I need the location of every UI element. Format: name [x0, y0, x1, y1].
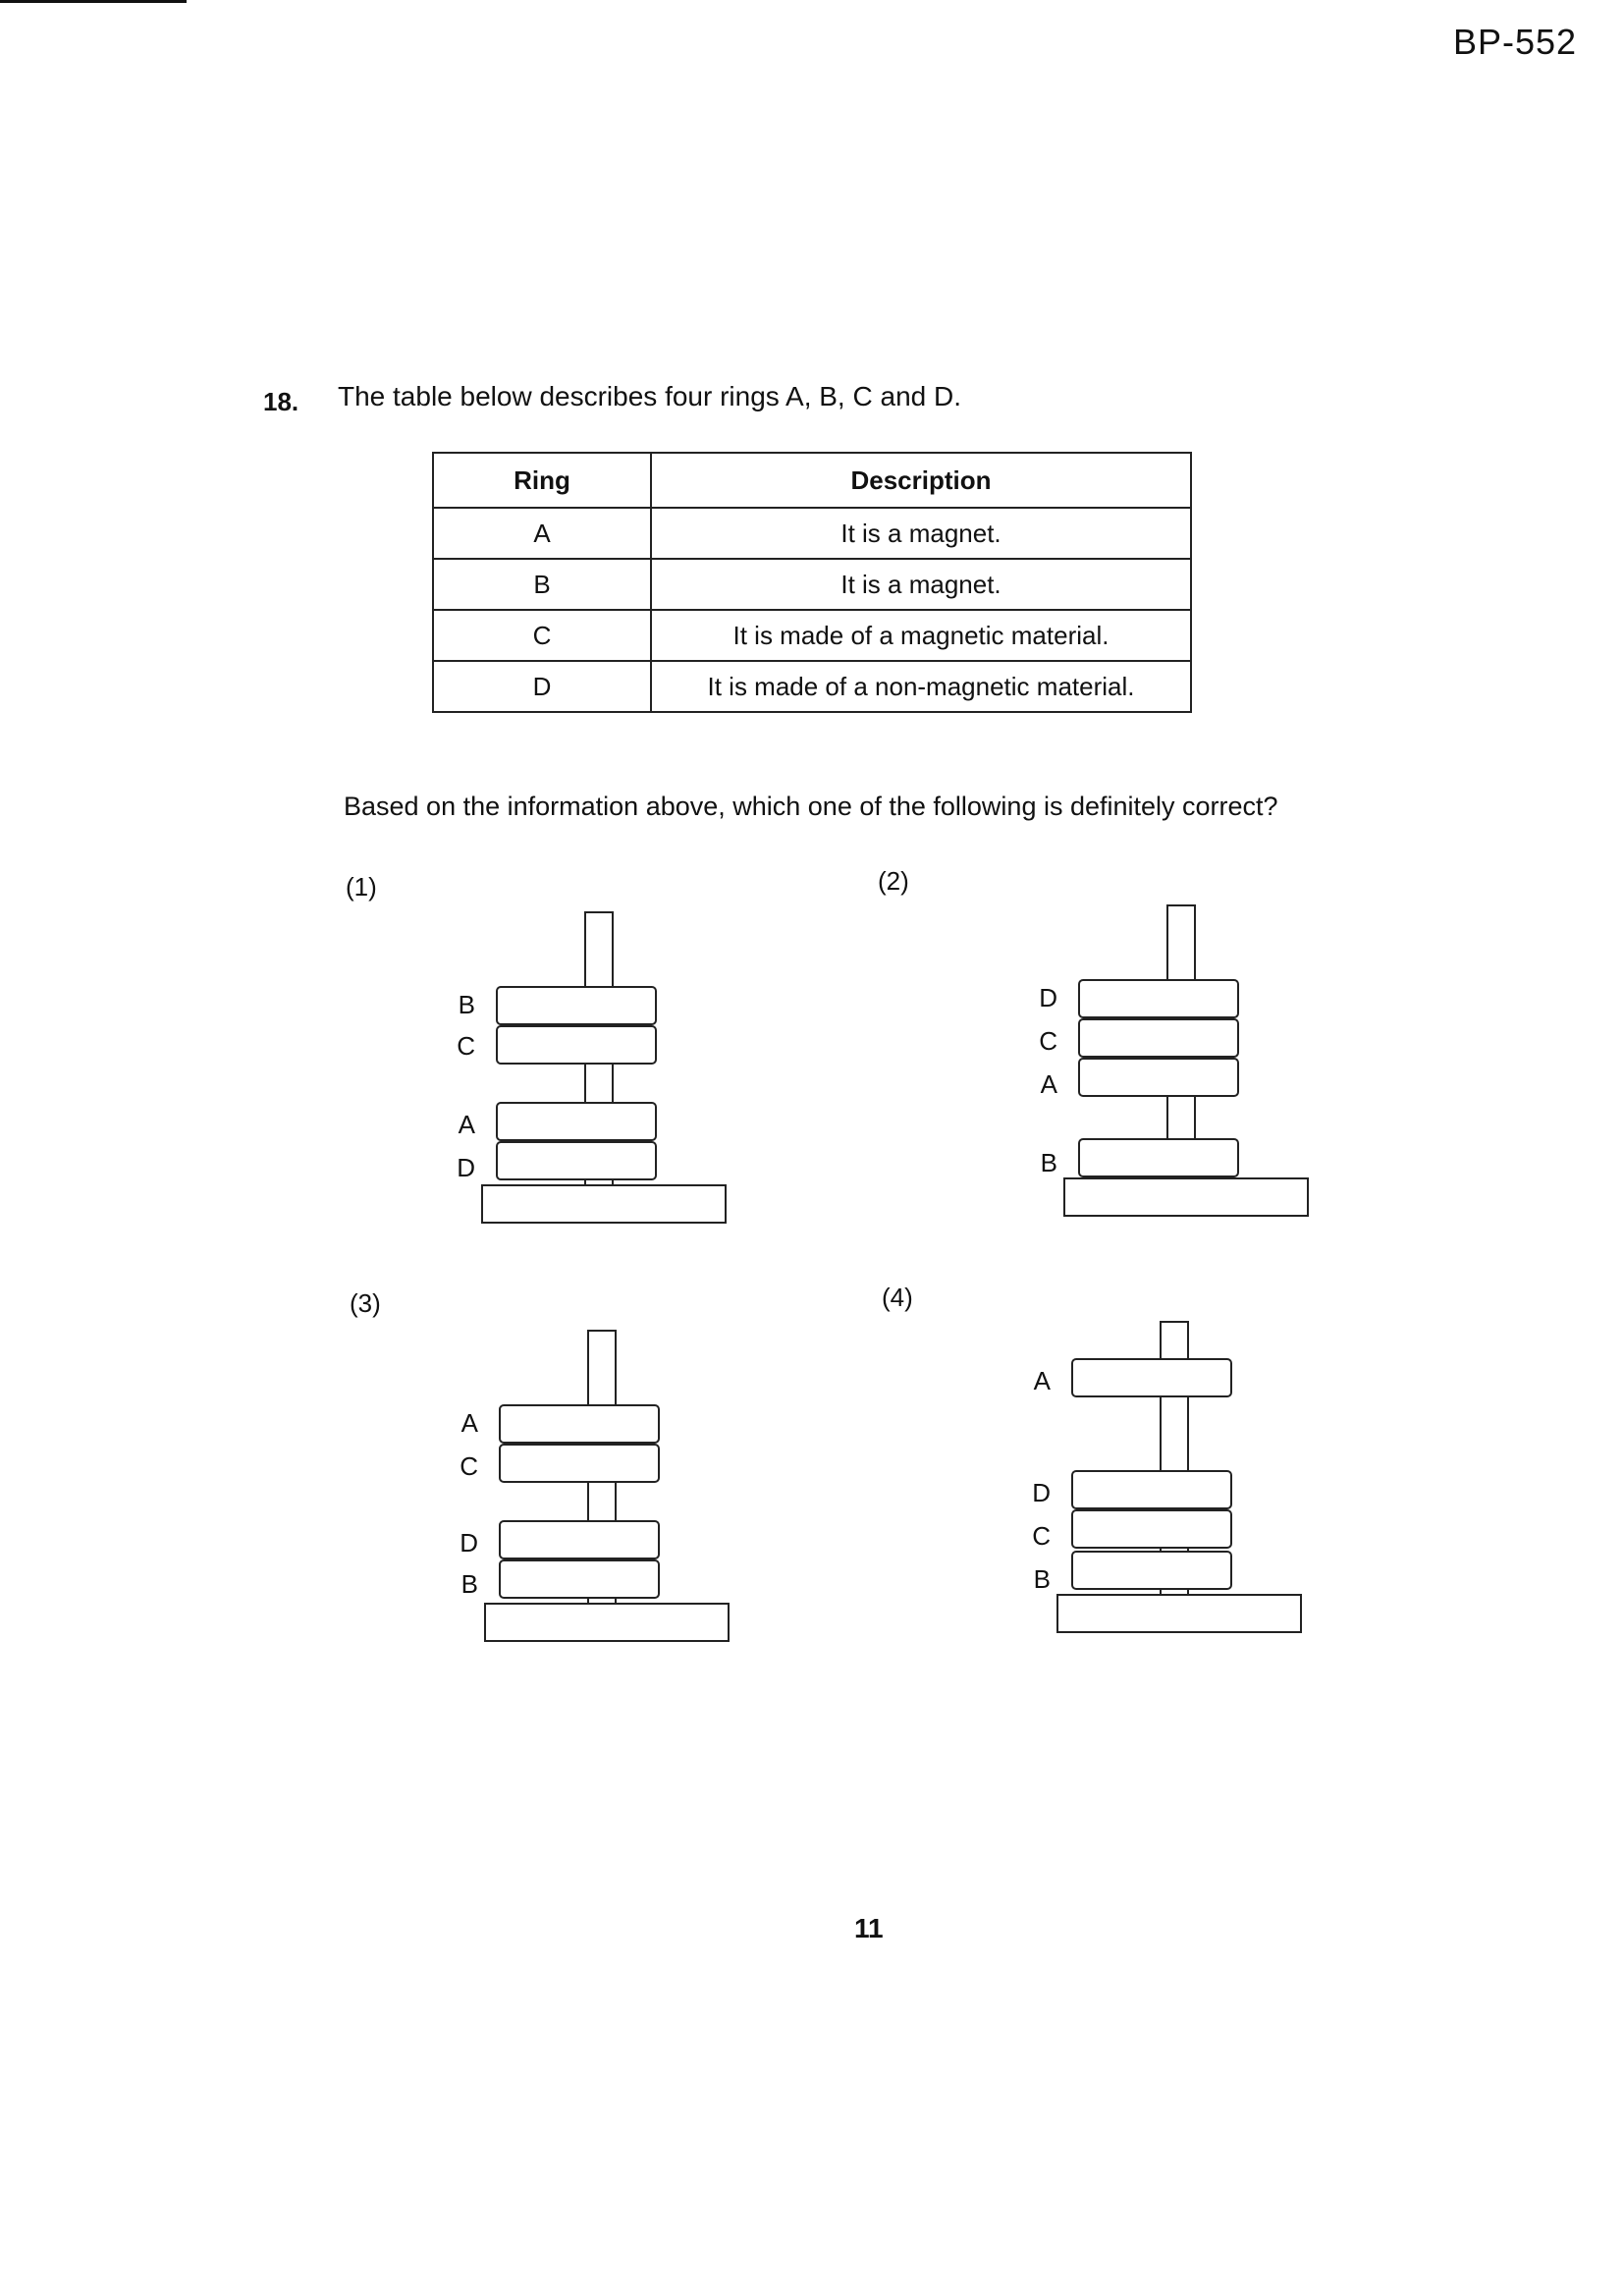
ring-label: A — [1033, 1366, 1051, 1395]
table-row: C It is made of a magnetic material. — [432, 609, 1192, 662]
option-2-tower-diagram: D C A B — [1024, 877, 1378, 1230]
ring — [499, 1520, 660, 1559]
ring-table: Ring Description A It is a magnet. B It … — [432, 452, 1192, 713]
ring — [1071, 1509, 1232, 1549]
description-cell: It is a magnet. — [650, 507, 1192, 560]
description-cell: It is made of a non-magnetic material. — [650, 660, 1192, 713]
top-rule — [0, 0, 187, 3]
ring-cell: D — [432, 660, 652, 713]
column-header-ring: Ring — [432, 452, 652, 509]
base — [1063, 1177, 1309, 1217]
ring-label: D — [457, 1153, 475, 1182]
option-4-tower-diagram: A D C B — [1017, 1293, 1371, 1647]
ring-label: C — [460, 1451, 478, 1481]
option-2-label: (2) — [878, 866, 909, 896]
page-number: 11 — [854, 1913, 884, 1943]
ring-cell: B — [432, 558, 652, 611]
ring — [1071, 1358, 1232, 1397]
question-text: The table below describes four rings A, … — [338, 381, 961, 411]
ring-label: D — [1032, 1478, 1051, 1507]
ring — [496, 1102, 657, 1141]
ring — [496, 1141, 657, 1180]
option-3-label: (3) — [350, 1288, 381, 1318]
document-code: BP-552 — [1453, 22, 1578, 62]
ring-label: B — [1040, 1148, 1057, 1177]
question-prompt: Based on the information above, which on… — [344, 792, 1278, 821]
ring-cell: C — [432, 609, 652, 662]
table-row: A It is a magnet. — [432, 507, 1192, 560]
ring-label: C — [457, 1031, 475, 1061]
ring — [496, 986, 657, 1025]
ring-label: C — [1032, 1521, 1051, 1551]
ring — [1078, 979, 1239, 1018]
table-row: D It is made of a non-magnetic material. — [432, 660, 1192, 713]
ring — [499, 1404, 660, 1444]
ring — [1078, 1138, 1239, 1177]
question-number: 18. — [263, 387, 299, 416]
table-header-row: Ring Description — [432, 452, 1192, 509]
table-row: B It is a magnet. — [432, 558, 1192, 611]
base — [484, 1603, 730, 1642]
base — [1056, 1594, 1302, 1633]
ring-label: C — [1039, 1026, 1057, 1056]
ring — [1071, 1470, 1232, 1509]
ring-label: A — [1040, 1069, 1057, 1099]
column-header-description: Description — [650, 452, 1192, 509]
ring — [1078, 1058, 1239, 1097]
option-1-tower-diagram: B C A D — [442, 884, 795, 1237]
ring-cell: A — [432, 507, 652, 560]
ring-label: B — [1033, 1564, 1051, 1594]
ring — [499, 1559, 660, 1599]
option-4-label: (4) — [882, 1283, 913, 1312]
ring — [1078, 1018, 1239, 1058]
description-cell: It is made of a magnetic material. — [650, 609, 1192, 662]
ring-label: A — [460, 1408, 478, 1438]
description-cell: It is a magnet. — [650, 558, 1192, 611]
base — [481, 1184, 727, 1224]
ring-label: A — [458, 1110, 475, 1139]
ring-label: B — [460, 1569, 478, 1599]
ring — [499, 1444, 660, 1483]
ring-label: D — [460, 1528, 478, 1558]
option-3-tower-diagram: A C D B — [445, 1302, 798, 1656]
ring — [496, 1025, 657, 1065]
option-1-label: (1) — [346, 872, 377, 902]
ring-label: D — [1039, 983, 1057, 1012]
ring — [1071, 1551, 1232, 1590]
ring-label: B — [458, 990, 475, 1019]
